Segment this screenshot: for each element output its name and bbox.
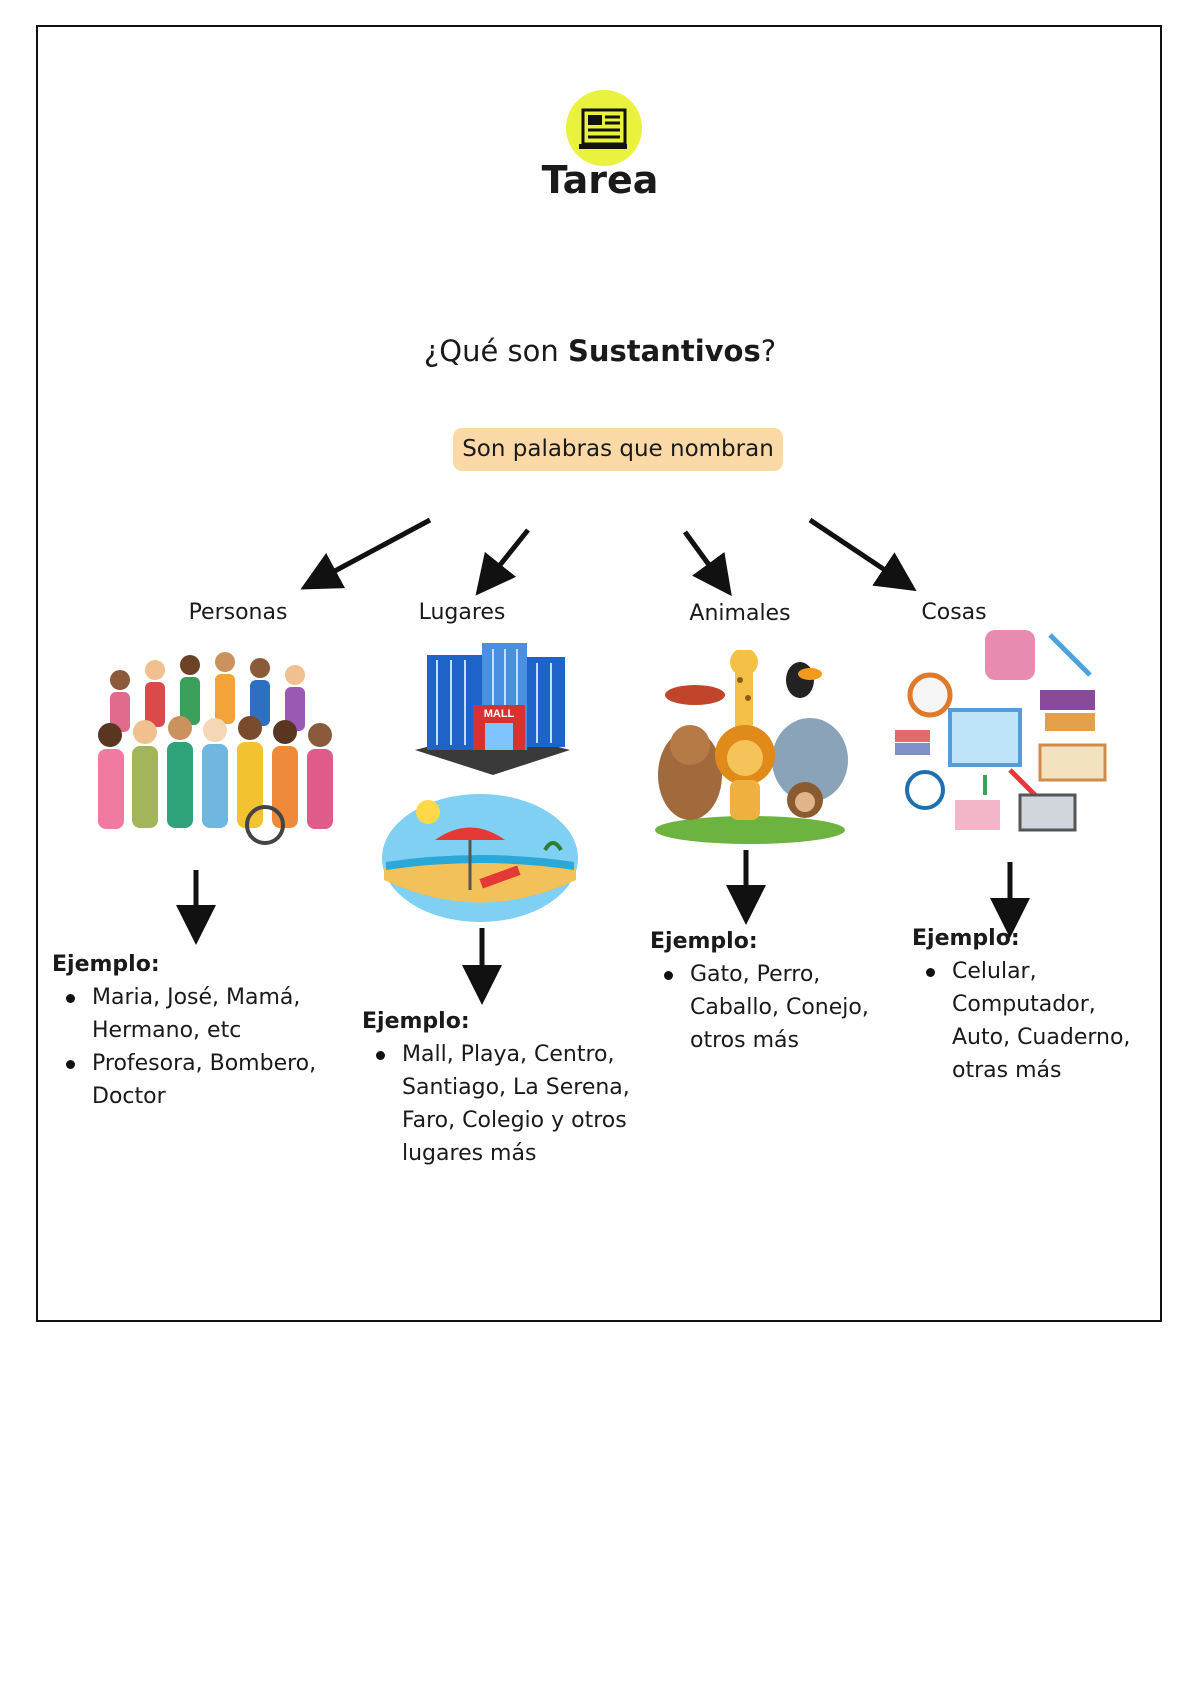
example-list: Maria, José, Mamá, Hermano, etc Profesor… xyxy=(52,981,352,1113)
svg-text:MALL: MALL xyxy=(484,708,515,720)
zoo-animals-illustration xyxy=(655,650,848,844)
definition-box: Son palabras que nombran xyxy=(453,428,783,471)
school-supplies-illustration xyxy=(895,630,1107,832)
list-item: Maria, José, Mamá, Hermano, etc xyxy=(66,981,352,1047)
example-personas: Ejemplo: Maria, José, Mamá, Hermano, etc… xyxy=(52,948,352,1113)
arrow-to-animales xyxy=(682,530,732,597)
question-keyword: Sustantivos xyxy=(567,334,761,368)
example-heading: Ejemplo: xyxy=(912,926,1020,951)
mall-building-illustration: MALL xyxy=(415,643,570,775)
example-cosas: Ejemplo: Celular, Computador, Auto, Cuad… xyxy=(912,922,1152,1087)
question-prefix: ¿Qué son xyxy=(423,334,568,368)
newspaper-icon xyxy=(566,90,642,166)
category-lugares-label: Lugares xyxy=(418,600,506,625)
crowd-of-people-illustration xyxy=(98,652,333,845)
category-personas-label: Personas xyxy=(188,600,288,625)
category-cosas-label: Cosas xyxy=(921,600,987,625)
example-list: Celular, Computador, Auto, Cuaderno, otr… xyxy=(912,955,1152,1087)
page-frame xyxy=(36,25,1162,1322)
question-heading: ¿Qué son Sustantivos? xyxy=(0,334,1200,368)
example-list: Mall, Playa, Centro, Santiago, La Serena… xyxy=(362,1038,652,1170)
list-item: Profesora, Bombero, Doctor xyxy=(66,1047,352,1113)
example-heading: Ejemplo: xyxy=(52,952,160,977)
question-suffix: ? xyxy=(760,334,777,368)
example-animales: Ejemplo: Gato, Perro, Caballo, Conejo, o… xyxy=(650,925,890,1057)
example-heading: Ejemplo: xyxy=(650,929,758,954)
example-lugares: Ejemplo: Mall, Playa, Centro, Santiago, … xyxy=(362,1005,652,1170)
list-item: Gato, Perro, Caballo, Conejo, otros más xyxy=(664,958,890,1057)
list-item: Celular, Computador, Auto, Cuaderno, otr… xyxy=(926,955,1152,1087)
arrow-to-cosas xyxy=(808,517,917,592)
beach-illustration xyxy=(382,794,578,922)
example-list: Gato, Perro, Caballo, Conejo, otros más xyxy=(650,958,890,1057)
example-heading: Ejemplo: xyxy=(362,1009,470,1034)
connector-arrows xyxy=(176,517,1030,1005)
arrow-to-lugares xyxy=(475,528,530,596)
page-title: Tarea xyxy=(541,158,659,202)
arrow-to-personas xyxy=(300,517,432,590)
category-animales-label: Animales xyxy=(689,601,791,626)
list-item: Mall, Playa, Centro, Santiago, La Serena… xyxy=(376,1038,652,1170)
